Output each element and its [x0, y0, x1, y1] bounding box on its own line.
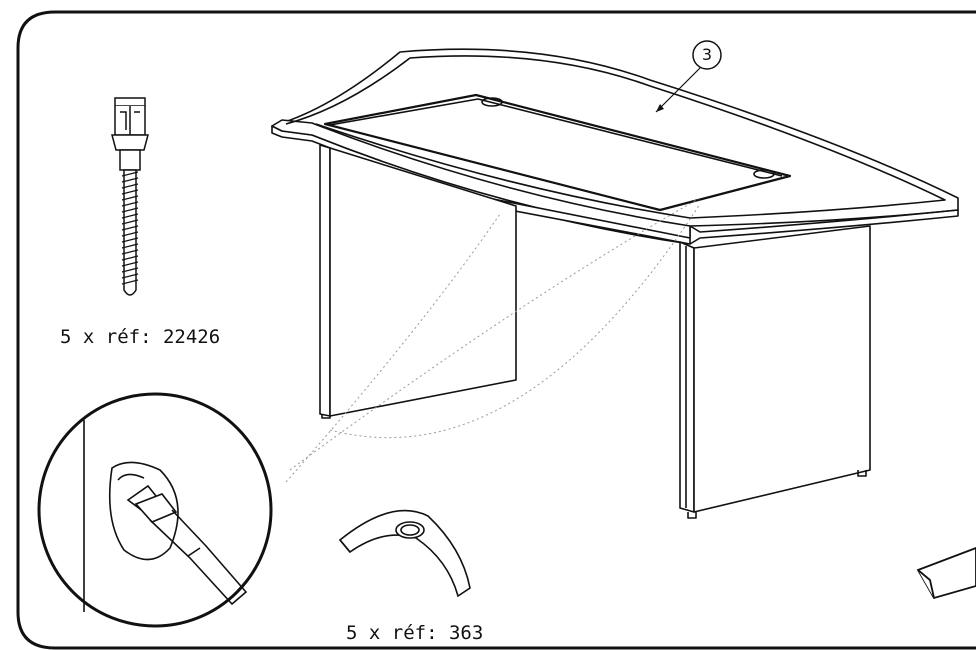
desk-assembly-icon [271, 48, 959, 519]
part-callout-circle [692, 40, 722, 70]
assembly-screw-icon [111, 97, 149, 296]
page-border [16, 10, 976, 650]
screw-cover-cap-icon [338, 509, 471, 598]
screw-quantity-label: 5 x réf: 22426 [60, 326, 221, 348]
part-callout-number: 3 [701, 45, 713, 64]
next-step-arrow-icon [916, 547, 976, 600]
screwdriver-detail-icon [37, 392, 273, 628]
cover-quantity-label: 5 x réf: 363 [346, 622, 484, 644]
detail-leader-lines [285, 197, 701, 483]
part-callout-leader [655, 67, 701, 113]
screw-thread-lines [121, 171, 139, 285]
